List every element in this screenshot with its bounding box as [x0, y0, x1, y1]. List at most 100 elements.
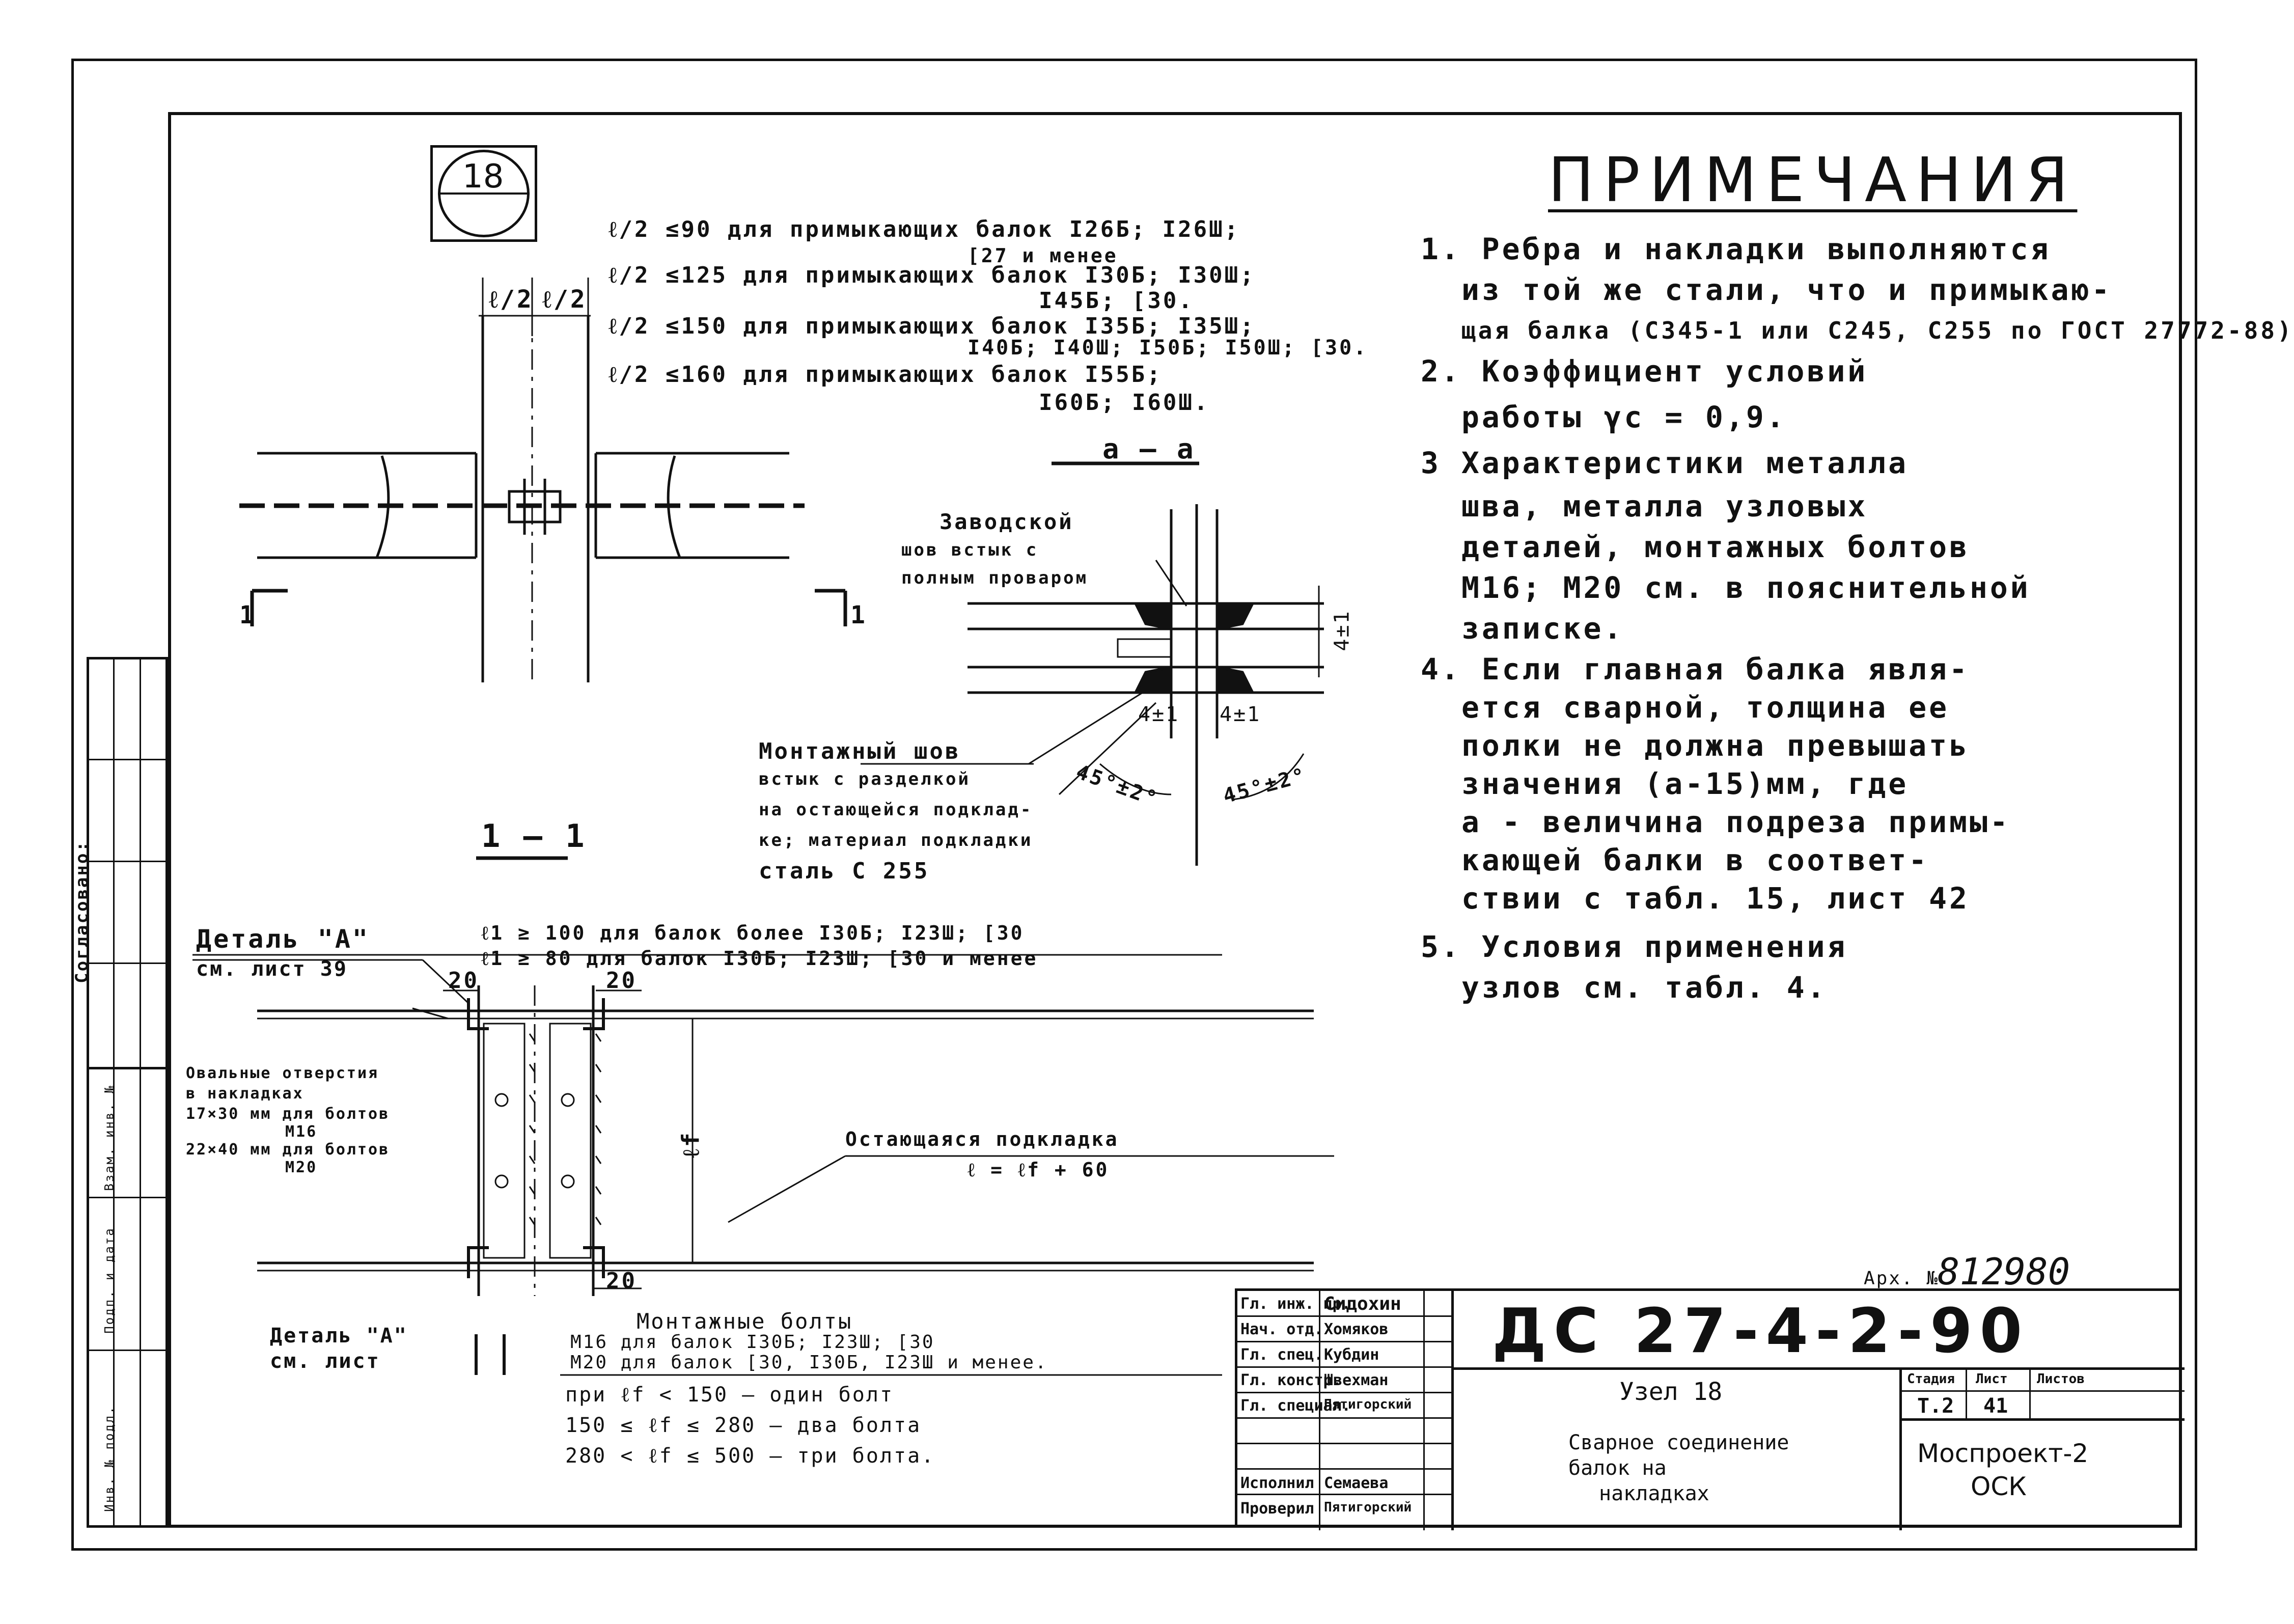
name-2: Хомяков [1324, 1320, 1389, 1338]
role-3: Гл. спец. [1240, 1346, 1323, 1364]
holes-1: Овальные отверстия [186, 1064, 379, 1082]
factory-weld-3: полным проваром [901, 568, 1089, 588]
sheet-label: Лист [1976, 1371, 2008, 1387]
note-line: из той же стали, что и примыкаю- [1461, 272, 2112, 307]
holes-5: 22×40 мм для болтов [186, 1141, 390, 1159]
bolts-line-3: М20 для балок [30, I30Б, I23Ш и менее. [570, 1352, 1048, 1373]
role-8: Проверил [1240, 1500, 1314, 1518]
site-weld-2: встык с разделкой [759, 769, 971, 789]
name-8: Пятигорский [1324, 1500, 1412, 1515]
gap-top: 4±1 [1330, 610, 1354, 651]
note-line: а - величина подреза примы- [1461, 805, 2010, 839]
section-11-title: 1 — 1 [481, 817, 587, 855]
stage-value: Т.2 [1917, 1394, 1954, 1418]
title-block: Гл. инж. пр. Нач. отд. Гл. спец. Гл. кон… [1235, 1288, 2185, 1530]
condition-4b: I60Б; I60Ш. [1039, 390, 1210, 416]
detail-a-ref: см. лист 39 [196, 957, 348, 981]
bolts-line-6: 280 < ℓf ≤ 500 — три болта. [565, 1444, 935, 1468]
side-stamp: Согласовано: Инв. № подл. Подп. и дата В… [72, 657, 168, 1528]
description-2: балок на [1568, 1456, 1667, 1480]
role-7: Исполнил [1240, 1474, 1314, 1492]
dim-half-left: ℓ/2 [489, 285, 534, 314]
factory-weld-1: Заводской [939, 509, 1074, 534]
note-line: узлов см. табл. 4. [1461, 970, 1828, 1005]
document-code: ДС 27-4-2-90 [1492, 1296, 2030, 1367]
outer-frame [71, 59, 2197, 1551]
condition-3b: I40Б; I40Ш; I50Б; I50Ш; [30. [968, 336, 1368, 360]
condition-2b: I45Б; [30. [1039, 288, 1194, 314]
role-4: Гл. констр. [1240, 1371, 1342, 1389]
dim-20-left: 20 [448, 968, 479, 994]
notes-title: ПРИМЕЧАНИЯ [1548, 145, 2078, 216]
bolts-line-1: Монтажные болты [637, 1309, 853, 1334]
holes-6: М20 [285, 1159, 318, 1176]
archive-label: Арх. № [1864, 1268, 1940, 1289]
condition-1: ℓ/2 ≤90 для примыкающих балок I26Б; I26Ш… [609, 216, 1240, 242]
site-weld-3: на остающейся подклад- [759, 800, 1033, 820]
spacing-1: ℓ1 ≥ 100 для балок более I30Б; I23Ш; [30 [481, 922, 1025, 944]
note-line: шва, металла узловых [1461, 489, 1868, 524]
sheet-value: 41 [1983, 1394, 2008, 1418]
condition-1b: [27 и менее [968, 244, 1118, 267]
note-line: полки не должна превышать [1461, 728, 1970, 763]
dim-20-right: 20 [606, 968, 637, 994]
backing-1: Остающаяся подкладка [845, 1128, 1119, 1150]
note-line: деталей, монтажных болтов [1461, 530, 1970, 564]
section-mark-left: 1 [239, 601, 256, 629]
condition-3: ℓ/2 ≤150 для примыкающих балок I35Б; I35… [609, 313, 1256, 339]
dim-half-right: ℓ/2 [542, 285, 587, 314]
org-2: ОСК [1971, 1472, 2027, 1501]
site-weld-5: сталь С 255 [759, 858, 930, 884]
role-1: Гл. инж. пр. [1240, 1295, 1351, 1313]
condition-4: ℓ/2 ≤160 для примыкающих балок I55Б; [609, 362, 1163, 388]
section-aa-title: а — а [1102, 433, 1196, 465]
factory-weld-2: шов встык с [901, 540, 1039, 560]
condition-2: ℓ/2 ≤125 для примыкающих балок I30Б; I30… [609, 262, 1256, 288]
drawing-frame [168, 112, 2182, 1528]
name-3: Кубдин [1324, 1346, 1379, 1364]
dim-20-bottom: 20 [606, 1268, 637, 1294]
site-weld-1: Монтажный шов [759, 738, 961, 764]
note-line: значения (а-15)мм, где [1461, 766, 1909, 801]
sheets-label: Листов [2037, 1371, 2085, 1387]
dim-lf: ℓf [677, 1131, 705, 1158]
spacing-2: ℓ1 ≥ 80 для балок I30Б; I23Ш; [30 и мене… [481, 947, 1038, 970]
note-line: ствии с табл. 15, лист 42 [1461, 881, 1970, 916]
note-line: М16; М20 см. в пояснительной [1461, 570, 2031, 605]
note-line: кающей балки в соответ- [1461, 843, 1929, 877]
description-1: Сварное соединение [1568, 1431, 1789, 1454]
note-line: 3 Характеристики металла [1421, 446, 1909, 480]
bolts-ref-label: Деталь "А" [270, 1324, 408, 1347]
name-4: Швехман [1324, 1371, 1389, 1389]
bolts-line-2: М16 для балок I30Б; I23Ш; [30 [570, 1332, 935, 1353]
name-7: Семаева [1324, 1474, 1389, 1492]
bolts-line-5: 150 ≤ ℓf ≤ 280 — два болта [565, 1414, 922, 1437]
sheet-number-box: 18 [430, 145, 537, 242]
note-line: 2. Коэффициент условий [1421, 354, 1868, 389]
note-line: 1. Ребра и накладки выполняются [1421, 232, 2051, 266]
note-line: щая балка (С345-1 или С245, С255 по ГОСТ… [1461, 317, 2294, 344]
sheet-number: 18 [462, 158, 504, 196]
note-line: 5. Условия применения [1421, 929, 1848, 964]
section-mark-right: 1 [850, 601, 867, 629]
holes-4: М16 [285, 1123, 318, 1141]
bolts-line-4: при ℓf < 150 — один болт [565, 1383, 894, 1407]
bolts-ref-sheet: см. лист [270, 1350, 380, 1373]
archive-number: 812980 [1938, 1250, 2070, 1293]
note-line: работы γc = 0,9. [1461, 400, 1787, 434]
name-5: Пятигорский [1324, 1397, 1412, 1412]
node-name: Узел 18 [1619, 1378, 1723, 1406]
note-line: 4. Если главная балка явля- [1421, 652, 1970, 686]
note-line: ется сварной, толщина ее [1461, 690, 1950, 725]
role-2: Нач. отд. [1240, 1320, 1323, 1338]
org-1: Моспроект-2 [1917, 1439, 2089, 1468]
site-weld-4: ке; материал подкладки [759, 830, 1033, 850]
note-line: записке. [1461, 611, 1624, 646]
description-3: накладках [1599, 1482, 1709, 1505]
detail-a-label: Деталь "А" [196, 924, 370, 954]
gap-right: 4±1 [1220, 703, 1261, 726]
holes-2: в накладках [186, 1085, 304, 1103]
backing-2: ℓ = ℓf + 60 [968, 1159, 1110, 1181]
stage-label: Стадия [1907, 1371, 1955, 1387]
role-5: Гл. специал. [1240, 1397, 1351, 1415]
